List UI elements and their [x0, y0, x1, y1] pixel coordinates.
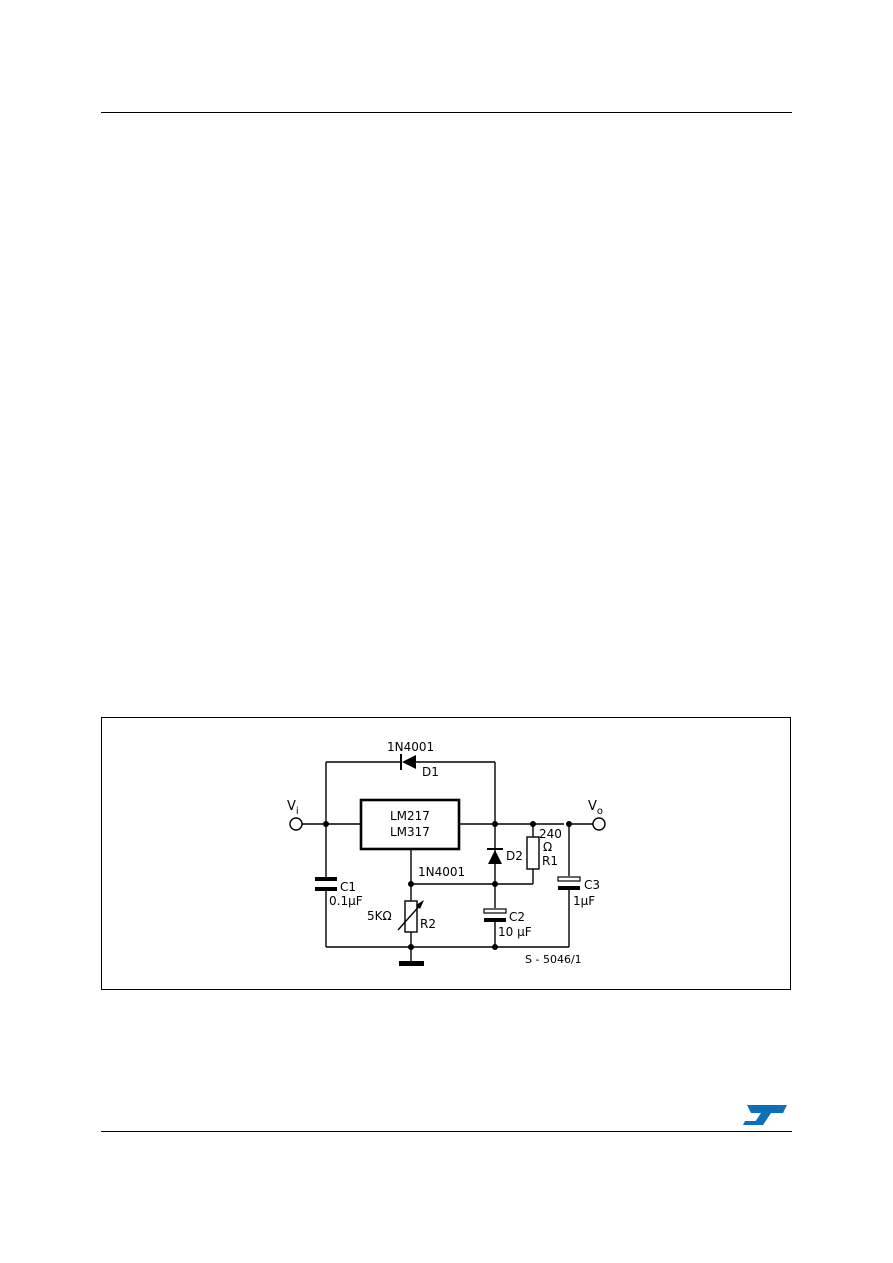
vout-terminal: [592, 817, 606, 831]
d1-diode-icon: [402, 755, 416, 769]
circuit-schematic: Vi Vo LM217 LM317 1N4001 D1 D2 1N4001 24…: [287, 740, 606, 966]
ic-label-line2: LM317: [390, 825, 430, 839]
c1-plate-bottom: [315, 887, 337, 891]
vin-label: Vi: [287, 799, 299, 817]
st-logo: ST: [741, 1103, 787, 1125]
c3-plate-bottom: [558, 886, 580, 890]
logo-text: ST: [741, 1103, 743, 1104]
header-rule: [101, 112, 792, 113]
r2-adjust-arrow-icon: [397, 902, 423, 931]
r1-value-line1: 240: [539, 827, 562, 841]
r1-name-label: R1: [542, 854, 558, 868]
vin-terminal: [289, 817, 303, 831]
d2-diode-icon: [488, 850, 502, 864]
c2-plate-top: [483, 908, 507, 914]
figure-code: S - 5046/1: [525, 953, 582, 966]
c1-name-label: C1: [340, 880, 356, 894]
figure-frame: Vi Vo LM217 LM317 1N4001 D1 D2 1N4001 24…: [101, 717, 791, 990]
c2-plate-bottom: [484, 918, 506, 922]
c3-value-label: 1μF: [573, 894, 595, 908]
ic-label-line1: LM217: [390, 809, 430, 823]
r1-resistor: [526, 836, 540, 870]
c1-value-label: 0.1μF: [329, 894, 363, 908]
ground-icon: [399, 961, 424, 966]
d1-part-label: 1N4001: [387, 740, 434, 754]
regulator-ic: [359, 798, 461, 851]
r2-name-label: R2: [420, 917, 436, 931]
c3-name-label: C3: [584, 878, 600, 892]
d1-name-label: D1: [422, 765, 439, 779]
c3-plate-top: [557, 876, 581, 882]
r1-value-line2: Ω: [543, 840, 552, 854]
c2-name-label: C2: [509, 910, 525, 924]
c1-plate-top: [315, 877, 337, 881]
footer-rule: [101, 1131, 792, 1132]
junction-dots: [323, 821, 572, 950]
r2-value-label: 5KΩ: [367, 909, 392, 923]
c2-value-label: 10 μF: [498, 925, 532, 939]
d2-name-label: D2: [506, 849, 523, 863]
r2-resistor: [404, 900, 418, 933]
d2-part-label: 1N4001: [418, 865, 465, 879]
vout-label: Vo: [588, 799, 603, 817]
